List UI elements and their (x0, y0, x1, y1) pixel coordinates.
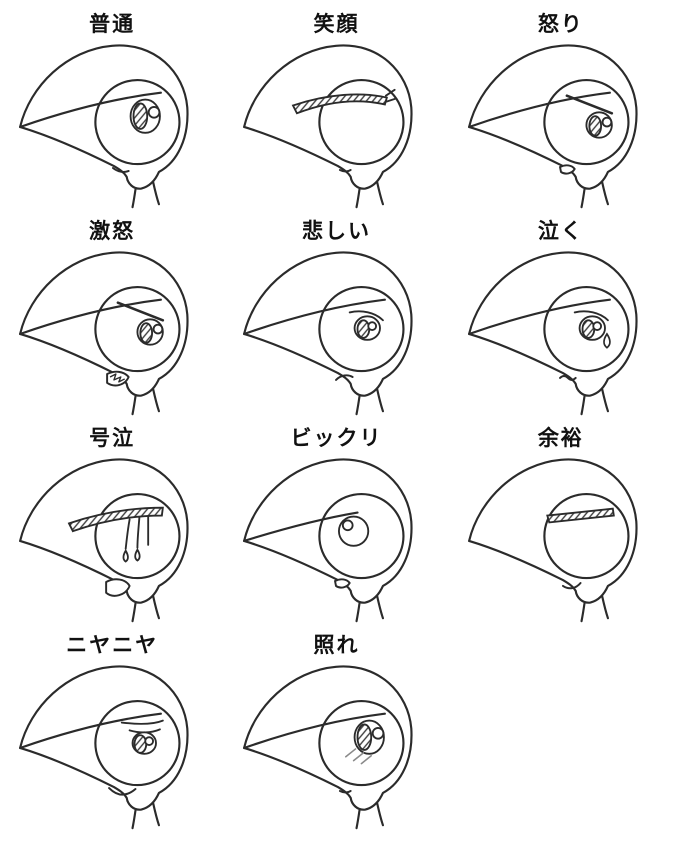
eye-angry (585, 111, 613, 139)
expression-label: 怒り (537, 13, 584, 36)
expression-cell-normal: 普通 (0, 8, 224, 215)
eye-angry (136, 318, 164, 346)
tear-drop (602, 333, 611, 349)
expression-label: 号泣 (89, 427, 136, 450)
face-drawing-rage (19, 251, 189, 416)
expression-label: 悲しい (301, 220, 371, 243)
eye-normal (354, 719, 386, 755)
mouth-open-small (334, 578, 352, 589)
expression-cell-relaxed: 余裕 (449, 422, 673, 629)
head-outline (19, 458, 189, 623)
expression-label: ビックリ (290, 427, 383, 450)
head-outline (243, 458, 414, 623)
head-outline (243, 665, 414, 830)
face-drawing-smirk (19, 665, 189, 830)
expression-cell-smile: 笑顔 (224, 8, 448, 215)
expression-label: 泣く (537, 220, 584, 243)
face-drawing-surprised (243, 458, 414, 623)
mouth-open-big (105, 578, 131, 597)
face-drawing-smile (243, 44, 414, 209)
head-outline (19, 44, 189, 209)
face-drawing-cry (467, 251, 638, 416)
mouth-open-small (558, 164, 576, 175)
expression-cell-sad: 悲しい (224, 215, 448, 422)
expression-cell-smirk: ニヤニヤ (0, 629, 224, 836)
eye-wide (338, 515, 370, 547)
head-outline (467, 458, 638, 623)
expression-label: 激怒 (89, 220, 136, 243)
expression-label: 笑顔 (313, 13, 360, 36)
face-drawing-sob (19, 458, 189, 623)
face-drawing-sad (243, 251, 414, 416)
expression-label: 普通 (89, 13, 136, 36)
expression-cell-anger: 怒り (449, 8, 673, 215)
expression-label: 余裕 (537, 427, 584, 450)
head-outline (243, 251, 414, 416)
face-drawing-shy (243, 665, 414, 830)
expression-cell-rage: 激怒 (0, 215, 224, 422)
expression-label: 照れ (313, 634, 360, 657)
expression-cell-sob: 号泣 (0, 422, 224, 629)
face-drawing-relaxed (467, 458, 638, 623)
expression-label: ニヤニヤ (66, 634, 159, 657)
expression-cell-cry: 泣く (449, 215, 673, 422)
expression-cell-shy: 照れ (224, 629, 448, 836)
eye-normal (129, 98, 161, 134)
head-outline (19, 665, 189, 830)
expression-cell-surprised: ビックリ (224, 422, 448, 629)
head-outline (467, 251, 638, 416)
face-drawing-normal (19, 44, 189, 209)
face-drawing-anger (467, 44, 638, 209)
head-outline (243, 44, 414, 209)
